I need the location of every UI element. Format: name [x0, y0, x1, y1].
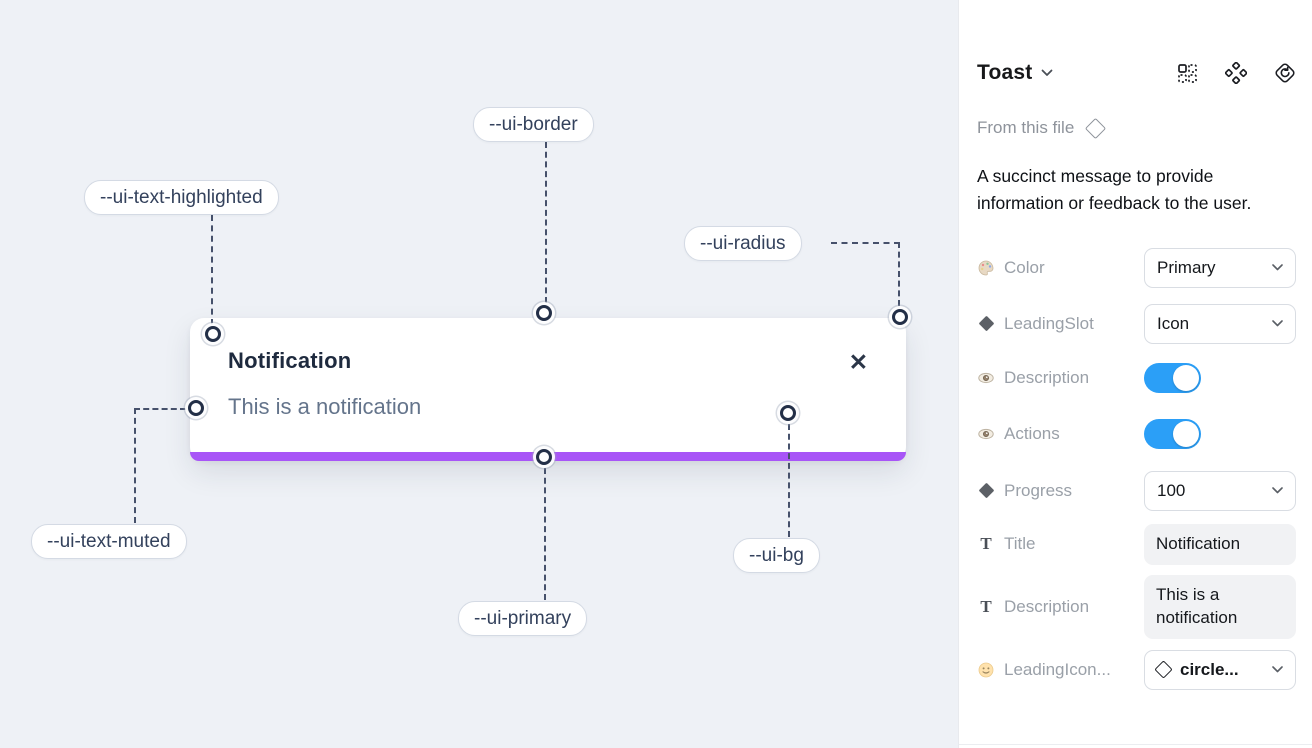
text-icon: T — [980, 534, 992, 554]
prop-label-actions: Actions — [1004, 423, 1060, 443]
anchor-dot-text-highlighted[interactable] — [205, 326, 221, 342]
chevron-down-icon — [1272, 487, 1283, 494]
leadingslot-select[interactable]: Icon — [1144, 303, 1296, 344]
var-label-ui-radius[interactable]: --ui-radius — [684, 226, 802, 261]
connector-line-border — [545, 142, 547, 303]
prop-row-leadingicon: LeadingIcon... circle... — [977, 649, 1296, 690]
variant-grid-icon[interactable] — [1176, 62, 1198, 84]
connector-line-text-muted — [134, 408, 186, 523]
component-description: A succinct message to provide informatio… — [977, 166, 1252, 214]
toast-description: This is a notification — [228, 394, 422, 419]
var-label-ui-text-muted[interactable]: --ui-text-muted — [31, 524, 187, 559]
anchor-dot-radius[interactable] — [892, 309, 908, 325]
prop-row-actions-toggle: Actions — [977, 414, 1296, 454]
panel-bottom-divider — [959, 744, 1312, 745]
color-select[interactable]: Primary — [1144, 247, 1296, 288]
chevron-down-icon — [1272, 264, 1283, 271]
description-toggle[interactable] — [1144, 362, 1201, 393]
prop-label-color: Color — [1004, 257, 1045, 277]
prop-row-description-toggle: Description — [977, 358, 1296, 398]
palette-icon — [977, 259, 995, 277]
anchor-dot-bg[interactable] — [780, 405, 796, 421]
prop-row-progress: Progress 100 — [977, 470, 1296, 511]
connector-line-radius — [831, 242, 900, 306]
anchor-dot-border[interactable] — [536, 305, 552, 321]
title-input[interactable]: Notification — [1144, 523, 1296, 565]
inspector-panel: Toast — [958, 0, 1312, 748]
toast-component-preview[interactable]: Notification This is a notification ✕ — [190, 318, 906, 461]
chevron-down-icon — [1272, 666, 1283, 673]
anchor-dot-text-muted[interactable] — [188, 400, 204, 416]
diamond-icon — [977, 482, 995, 500]
actions-toggle[interactable] — [1144, 418, 1201, 449]
diamond-undo-icon[interactable] — [1274, 62, 1296, 84]
text-icon: T — [980, 596, 992, 616]
prop-row-leadingslot: LeadingSlot Icon — [977, 303, 1296, 344]
leadingicon-select[interactable]: circle... — [1144, 649, 1296, 690]
prop-label-description: Description — [1004, 367, 1090, 387]
file-diamond-icon — [1084, 117, 1106, 139]
panel-header: Toast — [977, 58, 1296, 88]
prop-label-description-text: Description — [1004, 596, 1090, 616]
connector-line-text-highlighted — [211, 215, 213, 325]
smiley-icon — [977, 661, 995, 679]
chevron-down-icon — [1272, 320, 1283, 327]
prop-label-progress: Progress — [1004, 480, 1073, 500]
prop-row-color: Color Primary — [977, 247, 1296, 288]
variants-icon[interactable] — [1225, 62, 1247, 84]
prop-row-description-text: T Description This is a notification — [977, 574, 1296, 639]
icon-diamond-glyph — [1154, 660, 1173, 679]
source-label: From this file — [977, 118, 1075, 137]
toggle-knob — [1173, 364, 1199, 391]
var-label-ui-primary[interactable]: --ui-primary — [458, 601, 588, 636]
progress-select[interactable]: 100 — [1144, 470, 1296, 511]
prop-label-title: Title — [1004, 534, 1036, 554]
chevron-down-icon[interactable] — [1041, 69, 1053, 77]
anchor-dot-primary[interactable] — [536, 449, 552, 465]
toggle-knob — [1173, 420, 1199, 447]
var-label-ui-text-highlighted[interactable]: --ui-text-highlighted — [84, 180, 279, 215]
design-canvas[interactable]: Notification This is a notification ✕ --… — [0, 0, 958, 748]
var-label-ui-border[interactable]: --ui-border — [473, 107, 594, 142]
eye-icon — [977, 369, 995, 387]
toast-title: Notification — [228, 348, 352, 373]
prop-row-title: T Title Notification — [977, 523, 1296, 565]
source-row: From this file — [977, 115, 1296, 141]
close-icon[interactable]: ✕ — [848, 349, 868, 375]
component-name: Toast — [977, 61, 1033, 84]
prop-label-leadingslot: LeadingSlot — [1004, 313, 1094, 333]
connector-line-primary — [544, 468, 546, 600]
prop-label-leadingicon: LeadingIcon... — [1004, 659, 1111, 679]
var-label-ui-bg[interactable]: --ui-bg — [733, 538, 820, 573]
connector-line-bg — [788, 424, 790, 537]
description-input[interactable]: This is a notification — [1144, 574, 1296, 639]
diamond-icon — [977, 315, 995, 333]
eye-icon — [977, 425, 995, 443]
